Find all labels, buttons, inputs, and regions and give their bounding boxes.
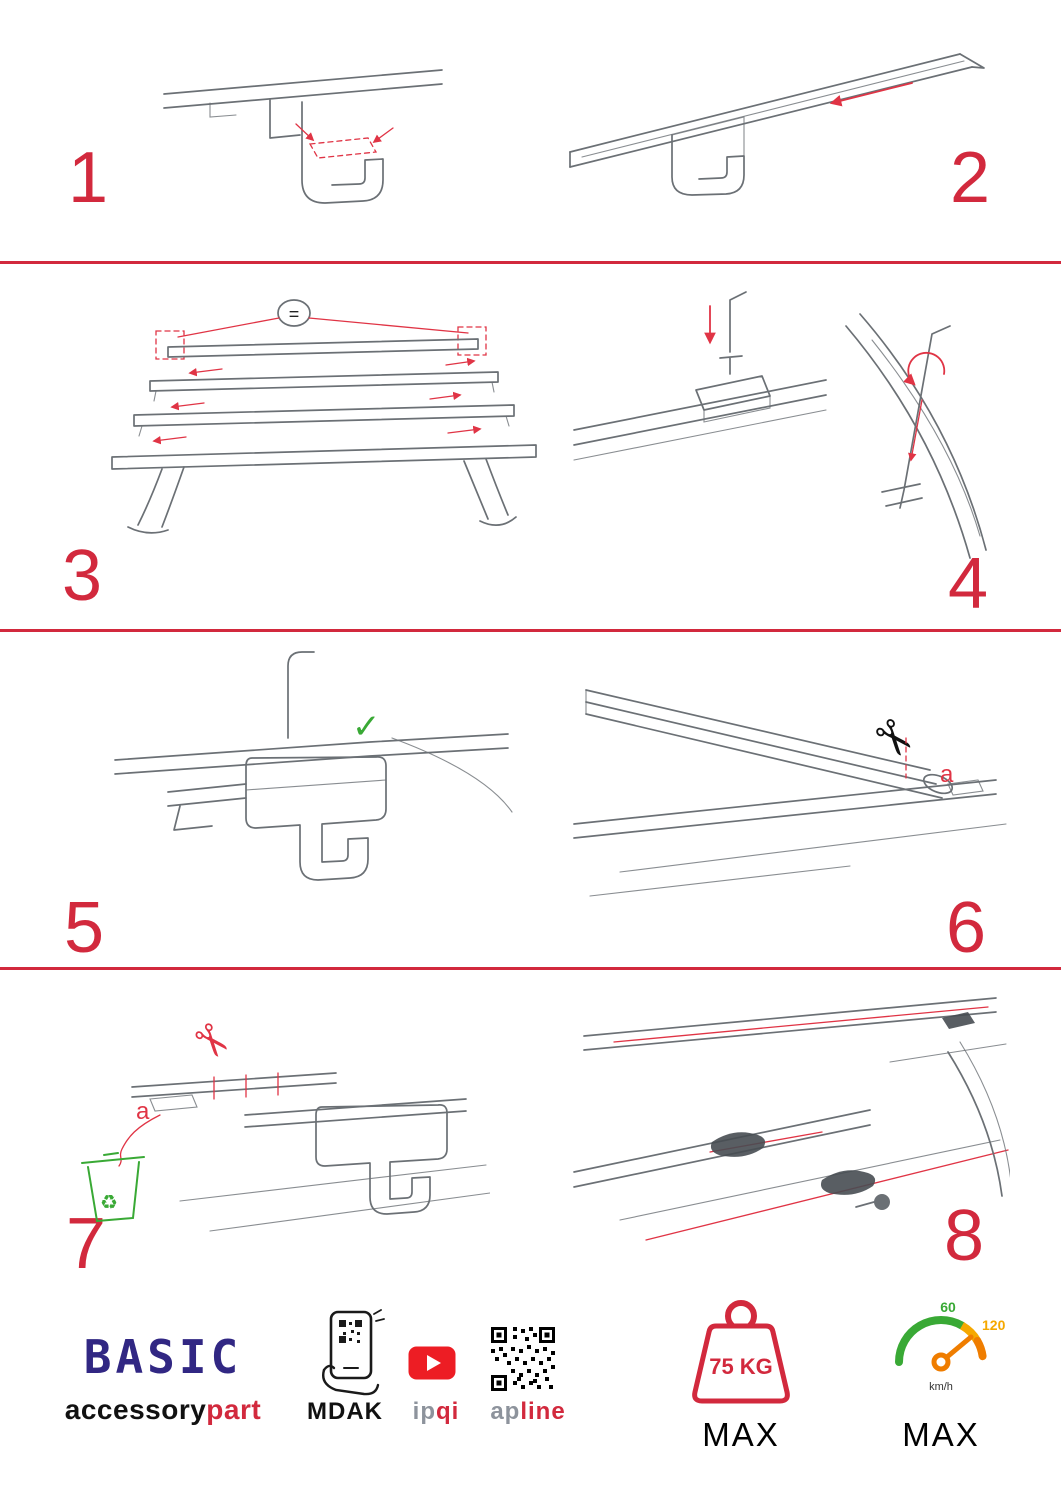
ipqi-label-gray: ip: [412, 1398, 436, 1425]
step-6-drawing: ✂ a: [573, 689, 1007, 897]
ipqi-label: ipqi: [392, 1398, 480, 1426]
cut-label-step6: a: [940, 761, 954, 788]
max-speed-label: MAX: [902, 1416, 980, 1453]
step-3-illustration: =: [50, 285, 550, 550]
step-3-drawing: =: [111, 299, 537, 534]
section-divider-1: [0, 261, 1061, 264]
phone-qr-scan-icon: [306, 1308, 386, 1401]
step-4-number: 4: [948, 544, 989, 624]
buckle-knob: [874, 1194, 890, 1210]
check-icon: ✓: [352, 707, 381, 747]
apline-label-red: line: [520, 1398, 566, 1425]
scissors-icon: ✂: [859, 706, 928, 773]
speedometer-icon: 60 120 km/h: [876, 1296, 1006, 1406]
youtube-icon: [408, 1346, 456, 1385]
brand-block: BASIC accessorypart: [48, 1330, 278, 1426]
step-4-drawing: [573, 291, 987, 559]
mdak-label: MDAK: [307, 1398, 383, 1425]
step-1-number: 1: [68, 138, 109, 218]
step-2-drawing: [569, 53, 985, 196]
step-3-number: 3: [62, 536, 103, 616]
speed-unit: km/h: [929, 1381, 953, 1393]
step-2-number: 2: [950, 138, 991, 218]
step-7-illustration: ✂ a ♻: [40, 985, 491, 1250]
max-weight-label: MAX: [702, 1416, 780, 1453]
step-1-drawing: [163, 69, 443, 204]
step-5-number: 5: [64, 888, 105, 968]
step-8-drawing: [573, 997, 1013, 1241]
speed-tick-60: 60: [940, 1299, 956, 1315]
qr-code-icon: [490, 1326, 556, 1397]
rail-clip: [942, 1012, 975, 1029]
equal-spacing-label: =: [289, 304, 300, 324]
trash-bin-icon: ♻: [81, 1152, 145, 1223]
ipqi-label-red: qi: [436, 1398, 460, 1425]
strap-buckle-left: [710, 1132, 766, 1157]
step-5-drawing: ✓: [114, 651, 513, 881]
max-weight-value: 75 KG: [709, 1354, 773, 1379]
recycle-icon: ♻: [100, 1190, 118, 1214]
step-4-illustration: [560, 278, 1000, 613]
brand-subtitle: accessorypart: [48, 1394, 278, 1426]
step-1-illustration: [150, 40, 450, 245]
scissors-red-icon: ✂: [180, 1011, 243, 1072]
brand-title: BASIC: [83, 1330, 243, 1384]
brand-subtitle-black: accessory: [64, 1394, 207, 1425]
strap-buckle-right: [820, 1170, 876, 1195]
step-6-number: 6: [946, 888, 987, 968]
apline-label: apline: [478, 1398, 578, 1426]
cut-label-step7: a: [136, 1098, 150, 1125]
step-7-drawing: ✂ a ♻: [81, 1011, 491, 1232]
step-8-number: 8: [944, 1196, 985, 1276]
section-divider-2: [0, 629, 1061, 632]
step-8-illustration: [560, 980, 1013, 1285]
step-2-illustration: [520, 25, 1000, 220]
speed-tick-120: 120: [982, 1317, 1006, 1333]
section-divider-3: [0, 967, 1061, 970]
step-5-illustration: ✓: [60, 640, 520, 915]
brand-subtitle-red: part: [206, 1394, 262, 1425]
apline-label-gray: ap: [490, 1398, 521, 1425]
step-6-illustration: ✂ a: [550, 670, 1010, 915]
max-weight-icon: 75 KG: [676, 1296, 806, 1413]
